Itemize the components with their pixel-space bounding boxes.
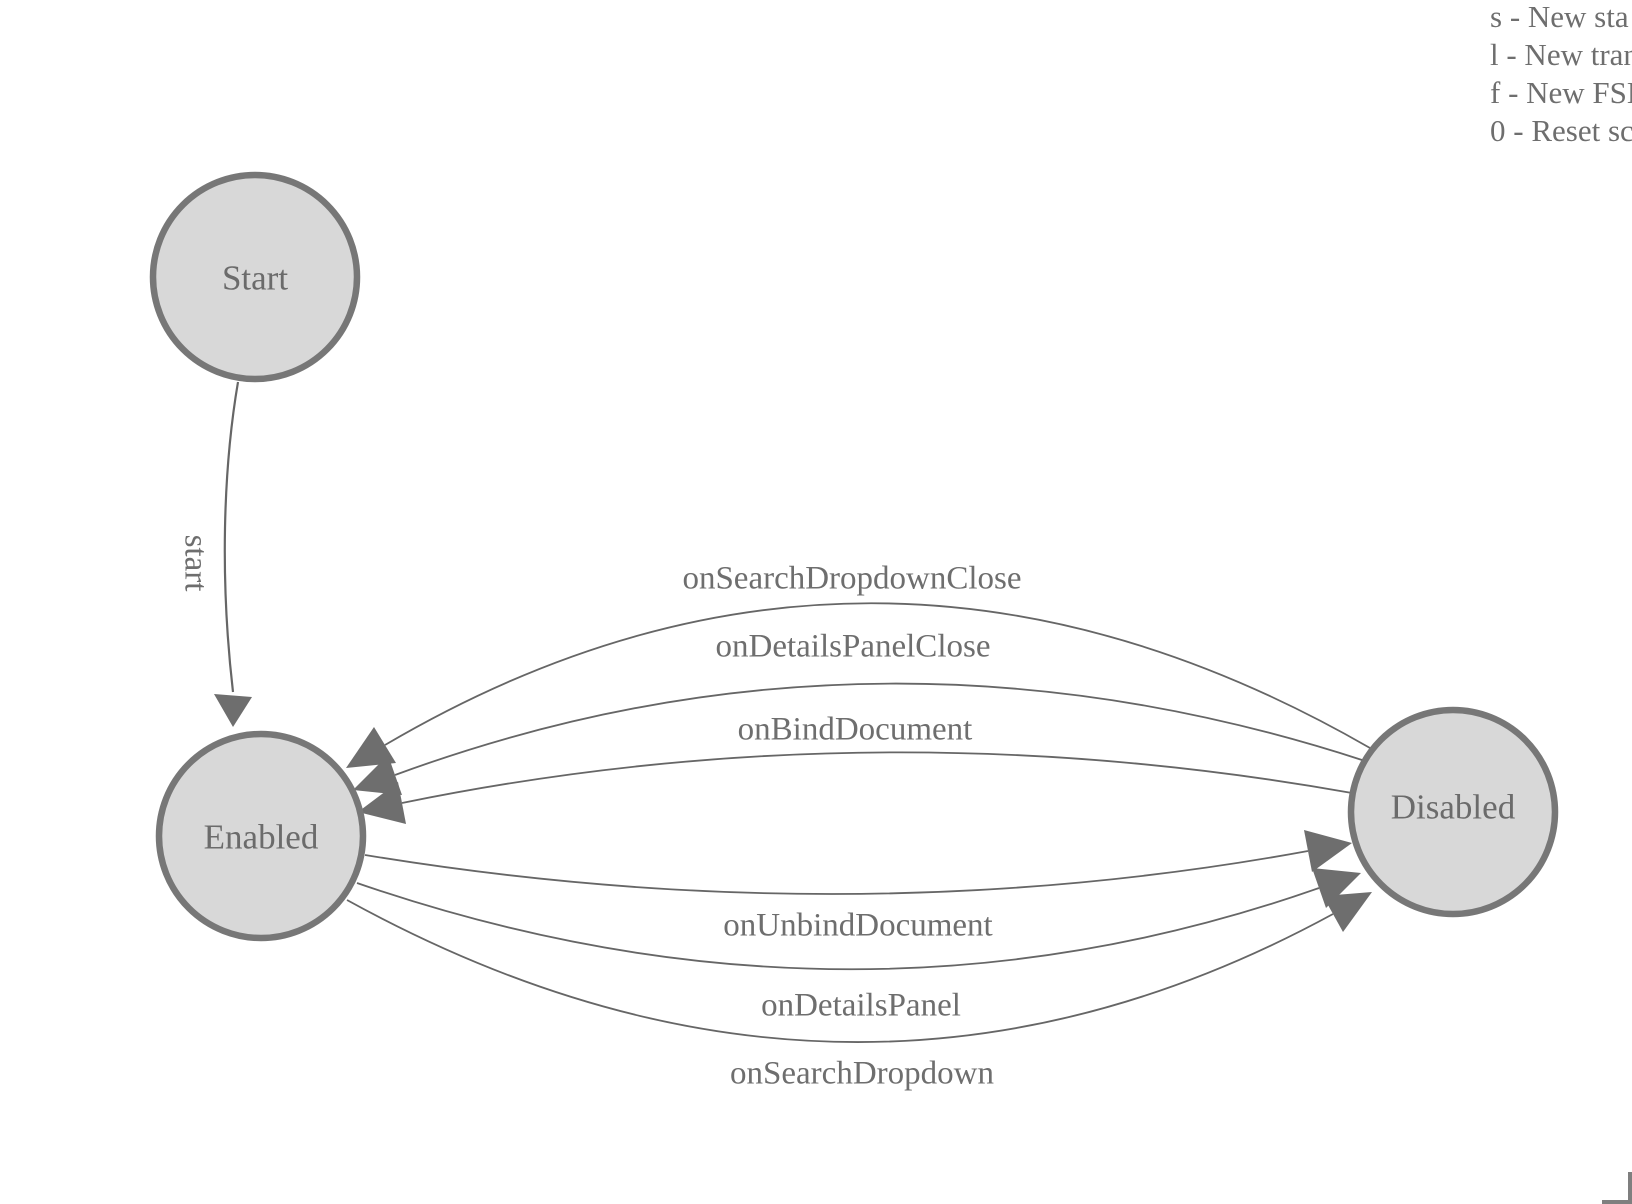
state-circle <box>149 171 361 383</box>
edge-label-start: start <box>177 535 213 592</box>
edge-onUnbindDocument[interactable]: onUnbindDocument <box>364 830 1352 944</box>
edge-label-onUnbindDocument: onUnbindDocument <box>723 908 992 944</box>
edge-onSearchDropdownClose[interactable]: onSearchDropdownClose <box>346 561 1371 768</box>
edge-label-onSearchDropdownClose: onSearchDropdownClose <box>682 561 1021 597</box>
state-label-start: Start <box>222 258 288 297</box>
edge-onSearchDropdown[interactable]: onSearchDropdown <box>346 892 1372 1092</box>
edge-start[interactable]: start <box>177 381 252 727</box>
transition-path <box>223 381 240 693</box>
legend-line: l - New tran <box>1490 37 1632 72</box>
transition-path <box>394 682 1363 776</box>
legend-line: f - New FSM <box>1490 75 1632 110</box>
transition-path <box>364 850 1309 895</box>
edge-onDetailsPanel[interactable]: onDetailsPanel <box>356 868 1361 1024</box>
state-label-enabled: Enabled <box>204 817 319 856</box>
legend-line: s - New sta <box>1490 0 1629 34</box>
arrowhead <box>1304 830 1352 872</box>
state-label-disabled: Disabled <box>1391 787 1516 826</box>
edge-label-onBindDocument: onBindDocument <box>738 712 973 748</box>
edge-label-onSearchDropdown: onSearchDropdown <box>730 1056 994 1092</box>
arrowhead <box>353 755 402 795</box>
edge-label-onDetailsPanelClose: onDetailsPanelClose <box>716 629 991 665</box>
state-disabled[interactable]: Disabled <box>1347 706 1559 918</box>
arrowhead <box>214 694 252 727</box>
shortcuts-legend: s - New sta l - New tran f - New FSM 0 -… <box>1490 0 1632 150</box>
state-circle <box>1347 706 1559 918</box>
canvas-corner-marker <box>1602 1200 1632 1204</box>
transition-path <box>401 751 1353 804</box>
arrowhead <box>358 782 406 824</box>
transition-path <box>356 882 1320 971</box>
transition-path <box>346 899 1334 1043</box>
edge-onDetailsPanelClose[interactable]: onDetailsPanelClose <box>353 629 1363 795</box>
state-start[interactable]: Start <box>149 171 361 383</box>
edge-label-onDetailsPanel: onDetailsPanel <box>761 988 961 1024</box>
arrowhead <box>346 727 396 768</box>
state-circle <box>155 730 367 942</box>
canvas-corner-marker <box>1628 1172 1632 1204</box>
state-enabled[interactable]: Enabled <box>155 730 367 942</box>
arrowhead <box>1323 892 1372 932</box>
legend-line: 0 - Reset sc <box>1490 113 1632 148</box>
transition-path <box>384 602 1371 749</box>
edge-onBindDocument[interactable]: onBindDocument <box>358 712 1353 824</box>
